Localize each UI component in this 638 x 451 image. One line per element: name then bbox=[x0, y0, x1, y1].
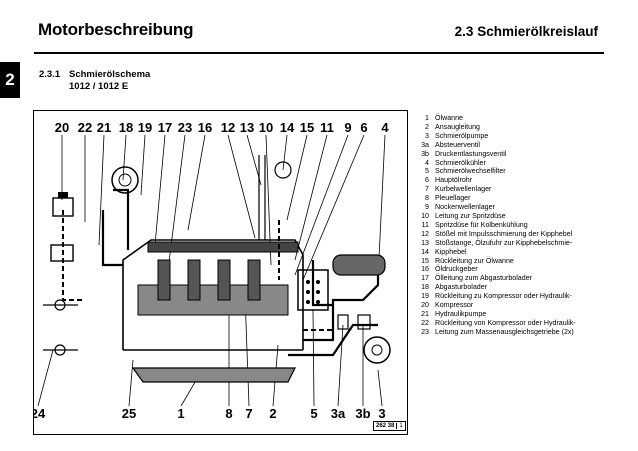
oil-filter bbox=[297, 269, 329, 311]
label-3: 3 bbox=[378, 406, 385, 421]
control-valve bbox=[337, 314, 349, 330]
document-title: Motorbeschreibung bbox=[38, 20, 194, 39]
label-20: 20 bbox=[55, 120, 69, 135]
piston-1 bbox=[157, 259, 171, 301]
hydraulic-pump bbox=[50, 244, 74, 262]
label-24: 24 bbox=[33, 406, 46, 421]
label-23: 23 bbox=[178, 120, 192, 135]
label-9: 9 bbox=[344, 120, 351, 135]
chapter-tab: 2 bbox=[0, 62, 20, 98]
label-21: 21 bbox=[97, 120, 111, 135]
label-11: 11 bbox=[320, 120, 334, 135]
label-22: 22 bbox=[78, 120, 92, 135]
rocker-arm bbox=[274, 161, 292, 179]
label-13: 13 bbox=[240, 120, 254, 135]
oil-pan bbox=[131, 367, 296, 383]
oil-cooler bbox=[332, 254, 386, 276]
subsection-heading: 2.3.1 Schmierölschema 1012 / 1012 E bbox=[39, 69, 150, 93]
subsection-subtitle: 1012 / 1012 E bbox=[69, 81, 129, 92]
engine-block bbox=[122, 239, 304, 350]
turbocharger bbox=[111, 166, 139, 194]
relief-valve bbox=[357, 314, 371, 330]
main-oil-gallery bbox=[147, 241, 299, 253]
label-16: 16 bbox=[198, 120, 212, 135]
subsection-title: Schmierölschema bbox=[69, 69, 151, 80]
label-3b: 3b bbox=[355, 406, 370, 421]
label-6: 6 bbox=[360, 120, 367, 135]
label-19: 19 bbox=[138, 120, 152, 135]
label-4: 4 bbox=[381, 120, 389, 135]
diagram-frame bbox=[33, 110, 408, 435]
label-3a: 3a bbox=[331, 406, 346, 421]
diagram-svg: 20 22 21 18 19 17 23 16 12 13 10 14 15 1… bbox=[31, 110, 408, 435]
subsection-number: 2.3.1 bbox=[39, 69, 61, 80]
header-rule bbox=[34, 52, 604, 54]
label-18: 18 bbox=[119, 120, 133, 135]
label-12: 12 bbox=[221, 120, 235, 135]
label-7: 7 bbox=[245, 406, 252, 421]
label-14: 14 bbox=[280, 120, 295, 135]
label-5: 5 bbox=[310, 406, 317, 421]
oil-pump bbox=[363, 336, 391, 364]
piston-3 bbox=[217, 259, 231, 301]
label-8: 8 bbox=[225, 406, 232, 421]
section-title: 2.3 Schmierölkreislauf bbox=[454, 24, 598, 39]
piston-2 bbox=[187, 259, 201, 301]
label-10: 10 bbox=[259, 120, 273, 135]
label-15: 15 bbox=[300, 120, 314, 135]
label-17: 17 bbox=[158, 120, 172, 135]
label-1: 1 bbox=[177, 406, 184, 421]
lubrication-diagram: 20 22 21 18 19 17 23 16 12 13 10 14 15 1… bbox=[31, 110, 408, 435]
label-2: 2 bbox=[269, 406, 276, 421]
label-25: 25 bbox=[122, 406, 136, 421]
piston-4 bbox=[247, 259, 261, 301]
